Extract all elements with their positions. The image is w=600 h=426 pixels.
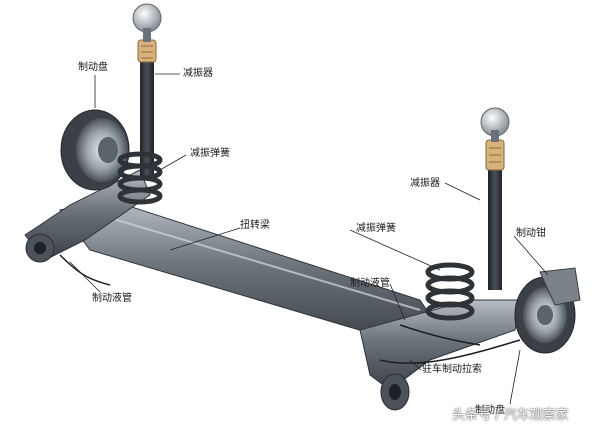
label-brake-caliper: 制动钳 — [516, 228, 546, 239]
shock-absorber-right — [480, 107, 510, 290]
shock-absorber-left — [132, 3, 162, 180]
label-parking-cable: 驻车制动拉索 — [422, 364, 482, 375]
leader-lines — [69, 73, 549, 405]
brake-disc-left — [60, 109, 130, 191]
label-shock-absorber-left: 减振器 — [183, 68, 213, 79]
label-shock-spring-right: 减振弹簧 — [356, 223, 396, 234]
parking-cable — [379, 339, 521, 364]
label-torsion-beam: 扭转梁 — [240, 220, 270, 231]
label-brake-disc: 制动盘 — [78, 62, 108, 73]
label-brake-line-right: 制动液管 — [350, 278, 390, 289]
watermark: 头条号 / 汽车观察家 — [452, 408, 569, 423]
shock-spring-left — [117, 151, 163, 205]
right-trailing-arm — [359, 299, 521, 411]
label-brake-line-left: 制动液管 — [92, 293, 132, 304]
left-trailing-arm — [24, 169, 151, 263]
brake-caliper — [539, 267, 581, 306]
brake-line-left — [59, 254, 111, 286]
label-shock-absorber-right: 减振器 — [410, 178, 440, 189]
label-brake-disc-bottom: 制动盘 — [475, 405, 505, 416]
brake-line-right — [399, 324, 481, 346]
label-shock-spring-left: 减振弹簧 — [190, 148, 230, 159]
shock-spring-right — [425, 262, 475, 321]
